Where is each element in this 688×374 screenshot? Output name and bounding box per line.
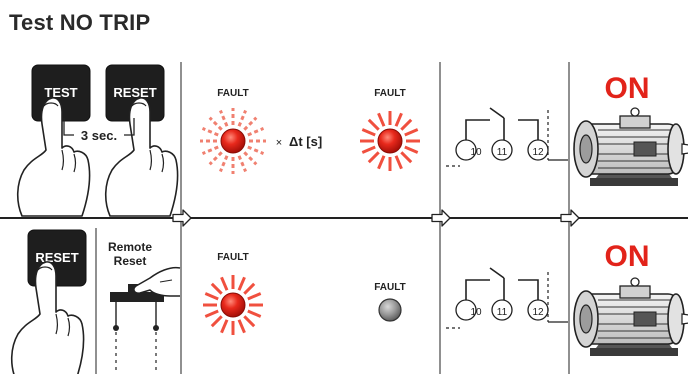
fault-label-off: FAULT xyxy=(374,282,405,293)
fault-led-blinking-icon xyxy=(198,106,268,176)
remote-reset-label-line1: Remote xyxy=(108,240,152,254)
remote-reset-label-line2: Reset xyxy=(114,254,147,268)
terminal-10-label-row2: 10 xyxy=(470,307,482,318)
blink-multiplier: × xyxy=(276,137,282,149)
hand-pressing-remote-icon xyxy=(133,266,181,297)
motor-icon-row2 xyxy=(573,277,688,357)
terminal-12-label: 12 xyxy=(532,147,544,158)
terminal-12-label-row2: 12 xyxy=(532,307,544,318)
relay-contact-row1 xyxy=(446,107,568,167)
fault-led-steady-icon xyxy=(358,109,422,173)
fault-label-steady: FAULT xyxy=(374,88,405,99)
terminal-11-label-row2: 11 xyxy=(497,307,508,318)
fault-label-blinking: FAULT xyxy=(217,88,248,99)
svg-text:TEST: TEST xyxy=(44,85,77,100)
page-title: Test NO TRIP xyxy=(9,10,151,35)
remote-reset-button-icon[interactable] xyxy=(110,284,164,374)
terminal-10-label: 10 xyxy=(470,147,482,158)
flow-arrow-1 xyxy=(172,209,192,227)
hold-time-label: 3 sec. xyxy=(81,128,117,143)
terminal-11-label: 11 xyxy=(497,147,508,158)
relay-contact-row2 xyxy=(446,267,568,329)
fault-led-on-icon xyxy=(201,273,265,337)
blink-delay-label: Δt [s] xyxy=(289,134,322,149)
svg-text:RESET: RESET xyxy=(113,85,156,100)
flow-arrow-3 xyxy=(560,209,580,227)
motor-icon-row1 xyxy=(573,107,688,187)
flow-arrow-2 xyxy=(431,209,451,227)
svg-text:RESET: RESET xyxy=(35,250,78,265)
fault-label-on: FAULT xyxy=(217,252,248,263)
hold-bracket xyxy=(63,118,135,136)
motor-status-row1: ON xyxy=(605,72,650,105)
motor-status-row2: ON xyxy=(605,240,650,273)
fault-led-off-icon xyxy=(378,298,402,322)
